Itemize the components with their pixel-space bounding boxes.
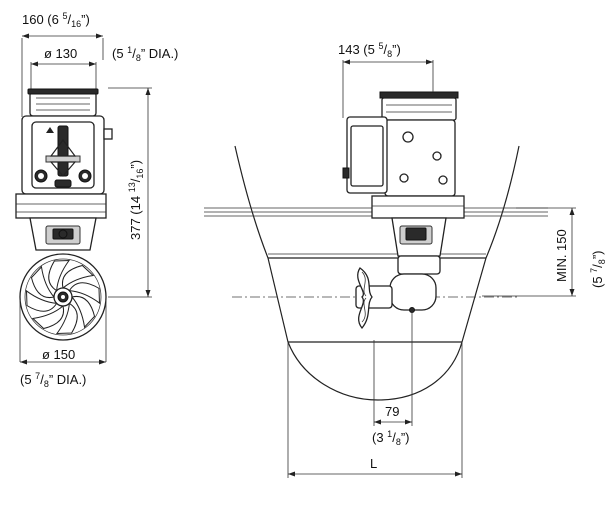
tunnel-diameter-inch-label: (5 7/8” DIA.) bbox=[20, 371, 86, 389]
hull-outline bbox=[234, 145, 520, 401]
propeller-blade bbox=[71, 295, 96, 329]
offset-label: 79 bbox=[385, 404, 399, 419]
propeller-side bbox=[357, 267, 373, 330]
side-view: 143 (5 5/8”) MIN. 150 (5 7/8”) bbox=[204, 41, 607, 478]
propeller-blade bbox=[31, 305, 65, 330]
tunnel-length-dimension: L bbox=[287, 342, 463, 478]
tunnel-diameter-dimension: ø 150 (5 7/8” DIA.) bbox=[19, 300, 107, 389]
min-depth-inch-label: (5 7/8”) bbox=[589, 251, 607, 289]
min-depth-label: MIN. 150 bbox=[554, 229, 569, 282]
motor-housing-side bbox=[342, 91, 465, 219]
propeller-blade bbox=[48, 259, 71, 292]
propeller-blade bbox=[25, 289, 58, 312]
motor-housing-front bbox=[21, 88, 113, 195]
gearleg-side bbox=[355, 217, 447, 313]
height-label: 377 (14 13/16”) bbox=[127, 160, 145, 240]
offset-inch-label: (3 1/8”) bbox=[372, 429, 410, 447]
motor-diameter-dimension: ø 130 (5 1/8” DIA.) bbox=[30, 45, 178, 94]
propeller-blade bbox=[68, 282, 101, 305]
overall-width-dimension: 160 (6 5/16”) bbox=[21, 11, 104, 117]
propeller-front bbox=[19, 253, 107, 341]
gearleg-front bbox=[15, 193, 107, 251]
motor-width-label: 143 (5 5/8”) bbox=[338, 41, 401, 59]
propeller-blades bbox=[25, 259, 101, 335]
propeller-blade bbox=[30, 265, 55, 299]
tunnel-length-label: L bbox=[370, 456, 377, 471]
tunnel-diameter-label: ø 150 bbox=[42, 347, 75, 362]
motor-diameter-inch-label: (5 1/8” DIA.) bbox=[112, 45, 178, 63]
motor-diameter-label: ø 130 bbox=[44, 46, 77, 61]
height-dimension: 377 (14 13/16”) bbox=[108, 87, 152, 298]
offset-dimension: 79 (3 1/8”) bbox=[372, 312, 413, 447]
overall-width-label: 160 (6 5/16”) bbox=[22, 11, 90, 29]
propeller-blade bbox=[55, 302, 78, 335]
min-depth-dimension: MIN. 150 (5 7/8”) bbox=[482, 207, 607, 297]
propeller-blade bbox=[61, 264, 95, 289]
front-view: 160 (6 5/16”) ø 130 (5 1/8” DIA.) bbox=[15, 11, 178, 389]
motor-width-dimension: 143 (5 5/8”) bbox=[338, 41, 434, 118]
